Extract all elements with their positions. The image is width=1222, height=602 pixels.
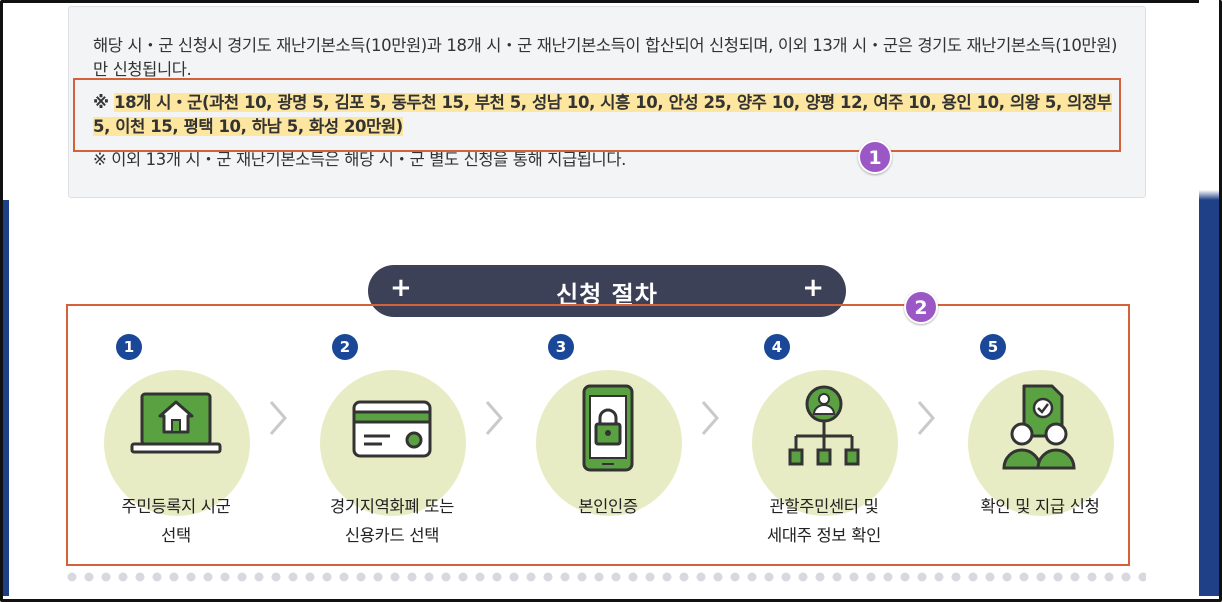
plus-icon: + xyxy=(390,273,412,303)
plus-icon: + xyxy=(802,273,824,303)
step-number: 5 xyxy=(980,334,1006,360)
step-label-line-2: 세대주 정보 확인 xyxy=(766,526,882,545)
notice-line-2-prefix: ※ xyxy=(93,93,114,112)
left-edge-strip xyxy=(3,200,9,596)
annotation-box-2 xyxy=(66,304,1130,566)
chevron-right-icon xyxy=(269,401,287,435)
step-number: 2 xyxy=(332,334,358,360)
right-edge-strip xyxy=(1199,0,1219,596)
step-label-line-1: 경기지역화폐 또는 xyxy=(330,497,454,516)
annotation-box-1 xyxy=(73,78,1121,152)
step-label: 본인인증 xyxy=(500,492,716,521)
dotted-divider xyxy=(67,572,1146,582)
phone-lock-icon xyxy=(582,384,634,472)
step-label-line-1: 주민등록지 시군 xyxy=(121,497,231,516)
step-number: 3 xyxy=(548,334,574,360)
org-chart-icon xyxy=(788,385,860,466)
notice-line-1: 해당 시・군 신청시 경기도 재난기본소득(10만원)과 18개 시・군 재난기… xyxy=(93,36,1118,79)
step-label-line-2: 신용카드 선택 xyxy=(344,526,440,545)
step-number: 4 xyxy=(764,334,790,360)
step-label-line-1: 관할주민센터 및 xyxy=(769,497,879,516)
chevron-right-icon xyxy=(701,401,719,435)
step-label-line-1: 확인 및 지급 신청 xyxy=(980,497,1100,516)
annotation-badge-2: 2 xyxy=(904,290,938,324)
laptop-home-icon xyxy=(130,392,222,454)
credit-card-icon xyxy=(352,400,432,458)
notice-box: 해당 시・군 신청시 경기도 재난기본소득(10만원)과 18개 시・군 재난기… xyxy=(68,6,1146,198)
notice-line-2: ※ 18개 시・군(과천 10, 광명 5, 김포 5, 동두천 15, 부천 … xyxy=(93,91,1133,139)
step-number: 1 xyxy=(116,334,142,360)
chevron-right-icon xyxy=(485,401,503,435)
chevron-right-icon xyxy=(917,401,935,435)
notice-line-3: ※ 이외 13개 시・군 재난기본소득은 해당 시・군 별도 신청을 통해 지급… xyxy=(93,150,626,169)
step-label: 확인 및 지급 신청 xyxy=(932,492,1148,521)
step-label-line-2: 선택 xyxy=(161,526,191,545)
annotation-badge-1: 1 xyxy=(858,140,892,174)
family-document-icon xyxy=(1002,384,1076,470)
step-label-line-1: 본인인증 xyxy=(578,497,638,516)
